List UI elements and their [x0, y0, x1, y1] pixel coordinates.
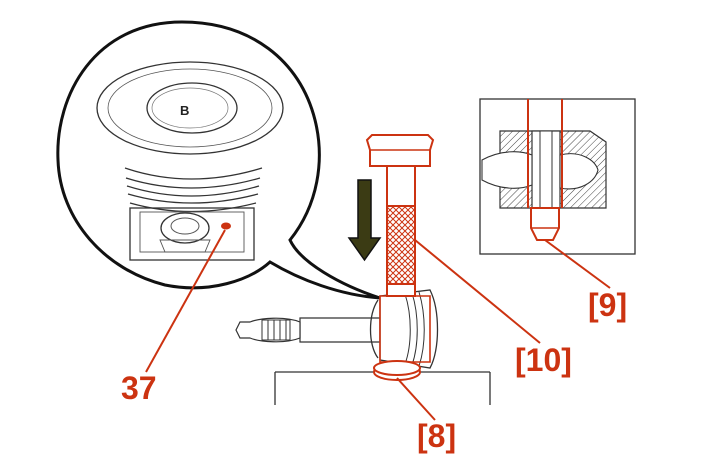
leader-line-8 [396, 377, 436, 421]
pin-press-tool-10 [365, 134, 435, 363]
callout-10: [10] [515, 342, 572, 378]
callout-37: 37 [121, 370, 157, 406]
down-arrow-icon [347, 179, 382, 262]
callout-8: [8] [417, 418, 457, 454]
support-tool-8 [373, 360, 421, 381]
leader-line-10 [414, 239, 541, 344]
detail-inset-9 [479, 98, 636, 255]
leader-line-37 [145, 229, 226, 373]
connecting-rod [235, 317, 381, 343]
callout-9: [9] [588, 287, 628, 323]
piston-side-view [369, 289, 439, 369]
piston-mark-label: B [180, 103, 190, 118]
magnified-piston-bubble [56, 20, 381, 300]
leader-line-9 [544, 239, 611, 289]
